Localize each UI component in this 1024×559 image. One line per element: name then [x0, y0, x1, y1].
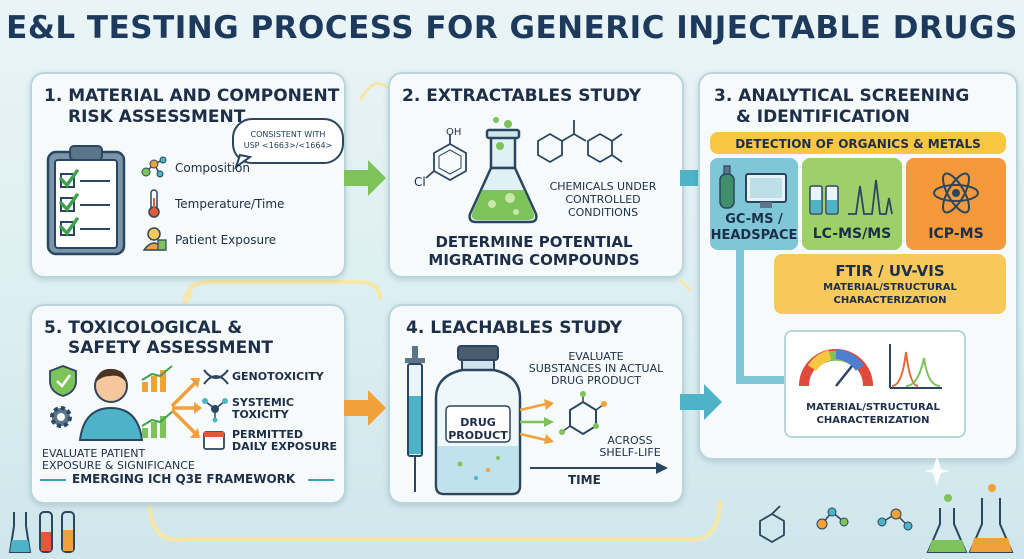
temperature-label: Temperature/Time — [175, 197, 285, 211]
vial-label: PRODUCT — [448, 429, 508, 442]
step2-caption: DETERMINE POTENTIAL — [435, 233, 633, 251]
person-icon — [78, 368, 144, 441]
evaluate-patient-text: EXPOSURE & SIGNIFICANCE — [42, 459, 195, 472]
framework-rule-left — [40, 479, 66, 481]
bubble-text: USP <1663>/<1664> — [243, 141, 333, 150]
spectrum-icon — [848, 179, 893, 215]
leach-arrows — [519, 399, 554, 444]
bubble-tail — [234, 153, 253, 170]
across-shelf-life-text: SHELF-LIFE — [599, 446, 661, 459]
evaluate-patient-text: EVALUATE PATIENT — [42, 447, 146, 460]
permitted-exposure-label: PERMITTED — [232, 428, 303, 441]
patient-icon — [142, 227, 167, 251]
page-title: E&L TESTING PROCESS FOR GENERIC INJECTAB… — [6, 10, 1018, 46]
step5-card — [30, 304, 346, 504]
arrow-step5-to-step4 — [344, 390, 386, 426]
evaluate-substances-text: DRUG PRODUCT — [550, 374, 642, 387]
flask-icon — [468, 117, 538, 224]
lcms-label: LC-MS/MS — [812, 226, 892, 242]
step1-heading: RISK ASSESSMENT — [68, 107, 246, 127]
ftir-sub-label: MATERIAL/STRUCTURAL — [823, 282, 957, 293]
shield-icon — [49, 365, 77, 397]
conditions-text: CONTROLLED — [565, 193, 641, 206]
syringe-icon — [405, 346, 425, 492]
arrow-step4-to-step3 — [680, 384, 722, 420]
characterization-label: MATERIAL/STRUCTURAL — [806, 402, 940, 413]
time-arrow — [530, 462, 668, 474]
ftir-label: FTIR / UV-VIS — [835, 262, 945, 280]
gas-cylinder-icon — [719, 165, 735, 209]
thermometer-icon — [148, 189, 160, 218]
systemic-toxicity-label: SYSTEMIC — [232, 396, 294, 409]
step3-heading: 3. ANALYTICAL SCREENING — [714, 86, 970, 106]
detection-banner — [710, 132, 1006, 154]
screening-connector — [736, 250, 786, 384]
vial-label: DRUG — [460, 416, 496, 429]
step5-heading: SAFETY ASSESSMENT — [68, 338, 274, 358]
step4-heading: 4. LEACHABLES STUDY — [406, 318, 623, 338]
compound-molecule-icon — [559, 391, 607, 436]
aromatic-molecule-icon — [537, 120, 623, 164]
molecule-icon — [202, 398, 228, 423]
dna-icon — [203, 369, 229, 385]
evaluate-substances-text: EVALUATE — [568, 350, 624, 363]
step2-caption: MIGRATING COMPOUNDS — [428, 251, 640, 269]
ftir-panel — [774, 254, 1006, 314]
atom-icon — [933, 172, 979, 214]
time-label: TIME — [568, 473, 601, 487]
step2-card — [388, 72, 684, 278]
monitor-icon — [745, 173, 787, 208]
cl-label: Cl — [414, 175, 426, 189]
arrow-step1-to-step2 — [344, 160, 386, 196]
fan-arrows — [170, 378, 202, 438]
vial-icon — [434, 345, 522, 496]
evaluate-substances-text: SUBSTANCES IN ACTUAL — [528, 362, 664, 375]
detection-banner-text: DETECTION OF ORGANICS & METALS — [735, 137, 981, 151]
framework-label: EMERGING ICH Q3E FRAMEWORK — [72, 472, 296, 486]
lcms-vials-icon — [809, 185, 839, 215]
icpms-panel — [906, 158, 1006, 250]
bar-chart-icon — [141, 365, 173, 392]
across-shelf-life-text: ACROSS — [607, 434, 653, 447]
systemic-toxicity-label: TOXICITY — [232, 408, 289, 421]
step3-heading: & IDENTIFICATION — [736, 107, 910, 127]
sparkle-icon — [924, 456, 950, 486]
genotoxicity-label: GENOTOXICITY — [232, 370, 324, 383]
icpms-label: ICP-MS — [928, 226, 984, 242]
composition-label: Composition — [175, 161, 250, 175]
lab-glassware-icon — [759, 484, 1014, 553]
conditions-text: CHEMICALS UNDER — [549, 180, 657, 193]
permitted-exposure-label: DAILY EXPOSURE — [232, 440, 338, 453]
phenol-molecule-icon — [425, 134, 467, 182]
lab-glassware-icon — [8, 511, 75, 553]
color-gauge-icon — [799, 349, 873, 387]
step1-heading: 1. MATERIAL AND COMPONENT — [44, 86, 340, 106]
step5-heading: 5. TOXICOLOGICAL & — [44, 318, 243, 338]
ftir-spectrum-icon — [889, 344, 942, 389]
molecule-icon — [141, 156, 167, 178]
bubble-text: CONSISTENT WITH — [250, 130, 326, 139]
gear-icon — [50, 406, 72, 428]
clipboard-icon — [46, 145, 126, 256]
calendar-icon — [203, 431, 225, 450]
bar-chart-icon — [141, 411, 173, 438]
gcms-label: HEADSPACE — [710, 228, 798, 243]
gcms-label: GC-MS / — [725, 212, 783, 227]
conditions-text: CONDITIONS — [567, 206, 639, 219]
patient-exposure-label: Patient Exposure — [175, 233, 277, 247]
oh-label: OH — [446, 127, 462, 138]
step2-heading: 2. EXTRACTABLES STUDY — [402, 86, 642, 106]
framework-rule-right — [308, 479, 334, 481]
ftir-sub-label: CHARACTERIZATION — [833, 295, 947, 306]
characterization-label: CHARACTERIZATION — [816, 415, 930, 426]
